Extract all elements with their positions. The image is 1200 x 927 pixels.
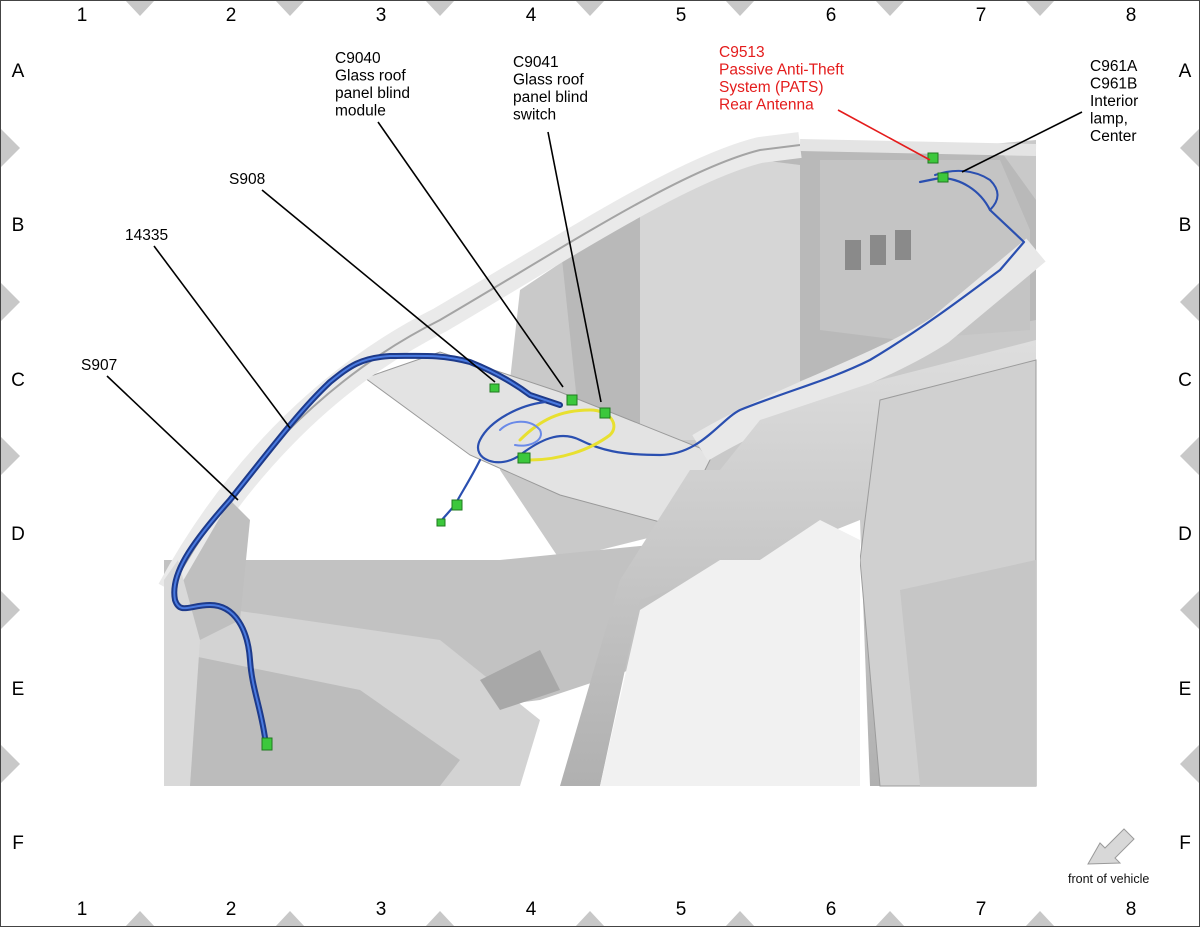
leader-s907 <box>106 375 239 501</box>
grid-row-f: F <box>12 833 24 854</box>
leader-c9041 <box>547 131 602 403</box>
direction-arrow-icon <box>1087 828 1135 865</box>
grid-col-8: 8 <box>1126 5 1137 26</box>
callout-c9041: C9041 Glass roof panel blind switch <box>513 54 592 124</box>
grid-row-c: C <box>1178 370 1192 391</box>
grid-row-labels-left: A B C D E F <box>11 61 25 854</box>
connector-c961 <box>937 172 949 183</box>
connectors <box>261 152 949 751</box>
callout-c9513: C9513 Passive Anti-Theft System (PATS) R… <box>719 44 848 114</box>
grid-row-e: E <box>1179 679 1192 700</box>
grid-row-labels-right: A B C D E F <box>1178 61 1192 854</box>
front-of-vehicle-label: front of vehicle <box>1068 872 1149 886</box>
grid-col-5: 5 <box>676 899 687 920</box>
grid-row-a: A <box>1179 61 1192 82</box>
grid-row-a: A <box>12 61 25 82</box>
connector-c9041 <box>599 407 611 419</box>
callout-c961: C961A C961B Interior lamp, Center <box>1090 58 1143 145</box>
grid-col-7: 7 <box>976 5 987 26</box>
grid-col-4: 4 <box>526 899 537 920</box>
grid-col-7: 7 <box>976 899 987 920</box>
leader-c961 <box>961 111 1083 173</box>
connector-harness-junction <box>517 452 531 464</box>
callout-14335: 14335 <box>125 227 168 244</box>
grid-row-c: C <box>11 370 25 391</box>
vehicle-body-illustration <box>158 132 1046 787</box>
connector-s908 <box>489 383 500 393</box>
connector-c9513 <box>927 152 939 164</box>
connector-drop-end <box>436 518 446 527</box>
grid-col-6: 6 <box>826 899 837 920</box>
grid-row-d: D <box>11 524 25 545</box>
grid-col-3: 3 <box>376 5 387 26</box>
grid-col-5: 5 <box>676 5 687 26</box>
connector-drop <box>451 499 463 511</box>
leader-lines <box>106 109 1083 501</box>
leader-c9513 <box>837 109 931 161</box>
grid-column-labels-bottom: 1 2 3 4 5 6 7 8 <box>77 899 1137 920</box>
connector-s907-end <box>261 737 273 751</box>
callout-c9040: C9040 Glass roof panel blind module <box>335 50 414 120</box>
grid-column-labels-top: 1 2 3 4 5 6 7 8 <box>77 5 1137 26</box>
grid-col-3: 3 <box>376 899 387 920</box>
grid-row-d: D <box>1178 524 1192 545</box>
grid-col-1: 1 <box>77 899 88 920</box>
leader-c9040 <box>377 121 564 388</box>
grid-row-f: F <box>1179 833 1191 854</box>
connector-c9040 <box>566 394 578 406</box>
wire-harness-14335 <box>171 169 1026 748</box>
grid-col-1: 1 <box>77 5 88 26</box>
callout-s908: S908 <box>229 171 265 188</box>
grid-col-2: 2 <box>226 5 237 26</box>
grid-col-4: 4 <box>526 5 537 26</box>
grid-col-2: 2 <box>226 899 237 920</box>
leader-s908 <box>261 189 496 383</box>
leader-14335 <box>153 245 291 429</box>
grid-row-e: E <box>12 679 25 700</box>
grid-col-6: 6 <box>826 5 837 26</box>
grid-row-b: B <box>1179 215 1192 236</box>
callout-s907: S907 <box>81 357 117 374</box>
grid-col-8: 8 <box>1126 899 1137 920</box>
grid-row-b: B <box>12 215 25 236</box>
